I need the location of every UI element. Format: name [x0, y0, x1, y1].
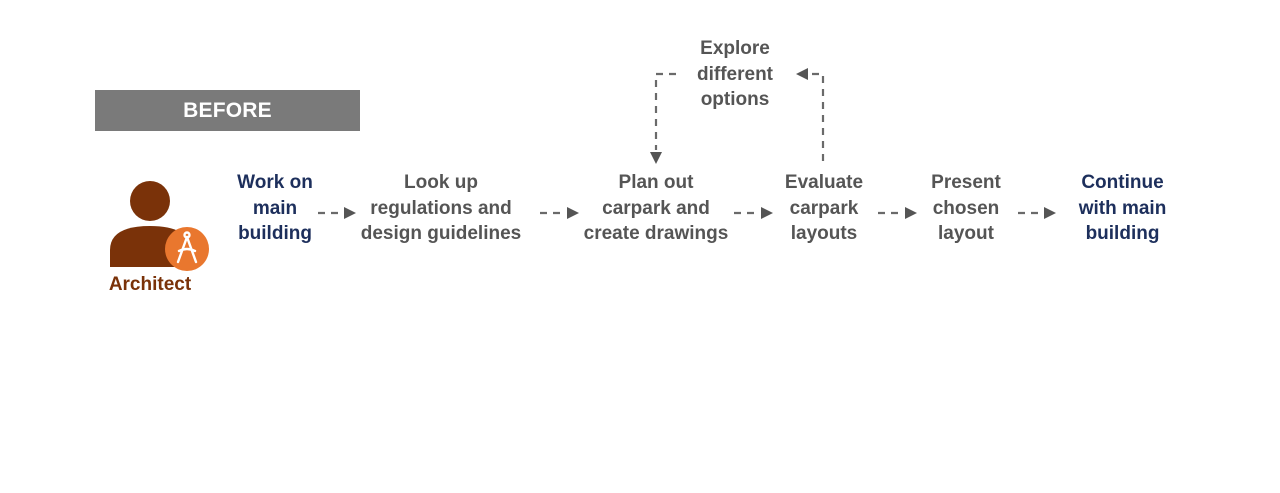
arrow-lookup-to-plan	[540, 207, 579, 219]
explore-options-label: Explore different options	[697, 38, 773, 110]
step-evaluate-carpark-layouts: Evaluate carpark layouts	[784, 172, 864, 244]
drafting-compass-icon	[176, 231, 198, 264]
architect-avatar-icon	[110, 181, 209, 271]
step-continue-with-main-building: Continue with main building	[1078, 172, 1167, 244]
banner-label: BEFORE	[183, 98, 272, 122]
arrow-present-to-continue	[1018, 207, 1056, 219]
architect-label: Architect	[108, 274, 192, 295]
loop-arrow-evaluate-to-explore	[796, 68, 825, 161]
avatar-head	[130, 181, 170, 221]
step-plan-out-carpark: Plan out carpark and create drawings	[583, 172, 729, 244]
before-banner: BEFORE	[95, 90, 360, 131]
arrow-work-to-lookup	[318, 207, 356, 219]
arrow-evaluate-to-present	[878, 207, 917, 219]
loop-arrow-explore-to-plan	[650, 72, 676, 164]
step-work-on-main-building: Work on main building	[237, 172, 313, 244]
step-look-up-regulations: Look up regulations and design guideline…	[360, 172, 522, 244]
arrow-plan-to-evaluate	[734, 207, 773, 219]
step-present-chosen-layout: Present chosen layout	[931, 172, 1001, 244]
